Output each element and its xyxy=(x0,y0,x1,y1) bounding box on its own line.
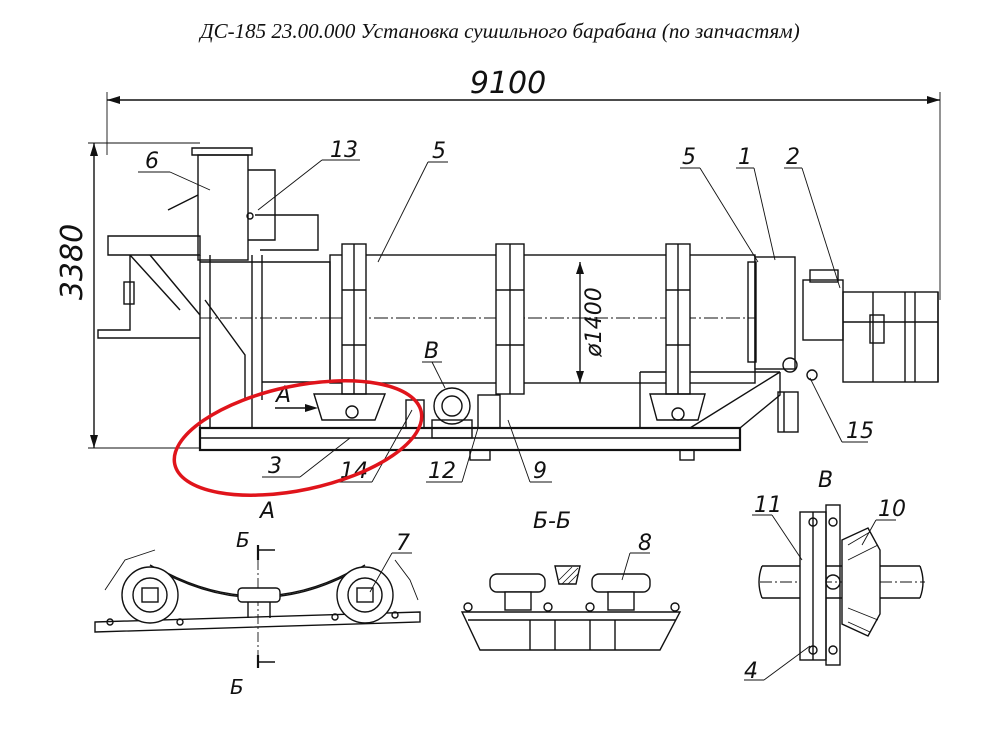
section-b-b-title: Б-Б xyxy=(533,509,571,534)
view-b-marker: В xyxy=(424,339,439,364)
height-value: 3380 xyxy=(55,224,90,300)
view-v: В 11 10 4 xyxy=(744,468,925,684)
diameter-value: ø1400 xyxy=(582,287,607,357)
drum-ring-3 xyxy=(665,243,691,395)
callout-5-right: 5 xyxy=(682,145,696,170)
callout-3: 3 xyxy=(268,454,282,479)
dryer-drum-assembly: ø1400 xyxy=(97,147,939,461)
view-a: А Б Б 7 xyxy=(94,499,421,699)
callout-6: 6 xyxy=(145,149,159,174)
cut-b-top: Б xyxy=(236,528,250,552)
callout-5-left: 5 xyxy=(432,139,446,164)
view-a-title: А xyxy=(258,499,275,524)
callout-1: 1 xyxy=(738,145,752,170)
length-value: 9100 xyxy=(470,66,546,101)
drum-ring-2 xyxy=(495,243,525,395)
callout-2: 2 xyxy=(786,145,800,170)
callout-4: 4 xyxy=(744,659,758,684)
callout-leaders xyxy=(138,159,868,483)
highlight-ellipse xyxy=(172,379,424,497)
callout-9: 9 xyxy=(533,459,547,484)
callout-7: 7 xyxy=(396,531,410,556)
view-v-title: В xyxy=(818,468,833,493)
length-dimension: 9100 xyxy=(106,66,941,300)
callout-10: 10 xyxy=(878,497,906,522)
drum-ring-1 xyxy=(341,243,367,395)
section-b-b: Б-Б 8 xyxy=(460,509,682,651)
callout-15: 15 xyxy=(846,419,874,444)
cut-b-bottom: Б xyxy=(230,675,244,699)
drawing-title: ДС-185 23.00.000 Установка сушильного ба… xyxy=(198,19,799,43)
height-dimension: 3380 xyxy=(55,142,200,449)
callout-8: 8 xyxy=(638,531,652,556)
callout-12: 12 xyxy=(428,459,456,484)
callout-11: 11 xyxy=(754,493,782,518)
callout-13: 13 xyxy=(330,138,358,163)
